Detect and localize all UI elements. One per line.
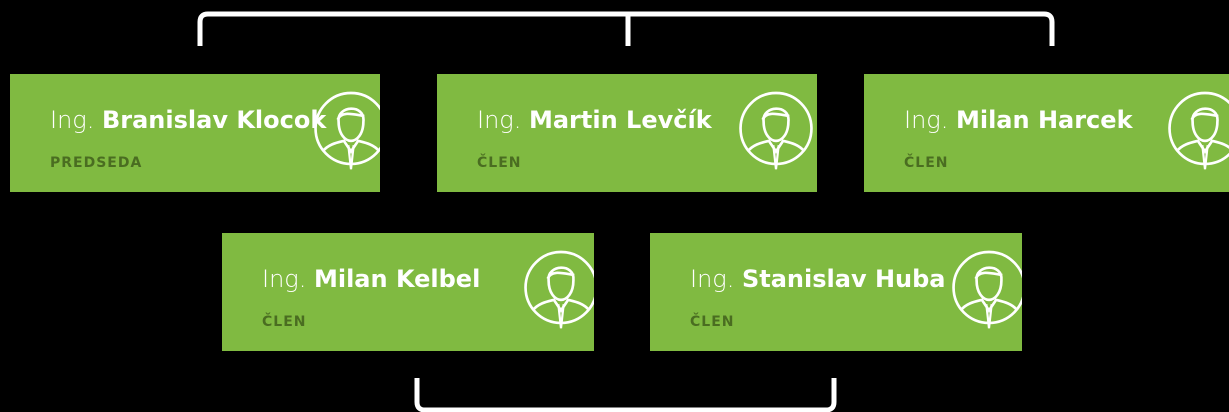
member-name: Ing. Milan Kelbel bbox=[262, 265, 481, 293]
person-avatar-icon bbox=[524, 250, 594, 330]
person-avatar-icon bbox=[739, 91, 813, 171]
person-avatar-icon bbox=[1168, 91, 1229, 171]
member-card-kelbel: Ing. Milan Kelbel ČLEN bbox=[222, 233, 594, 351]
member-role: ČLEN bbox=[477, 155, 522, 171]
member-card-huba: Ing. Stanislav Huba ČLEN bbox=[650, 233, 1022, 351]
member-name: Ing. Martin Levčík bbox=[477, 106, 712, 134]
member-name: Ing. Stanislav Huba bbox=[690, 265, 946, 293]
top-bracket bbox=[197, 11, 1055, 46]
member-card-levcik: Ing. Martin Levčík ČLEN bbox=[437, 74, 817, 192]
member-card-harcek: Ing. Milan Harcek ČLEN bbox=[864, 74, 1229, 192]
person-avatar-icon bbox=[952, 250, 1022, 330]
person-avatar-icon bbox=[314, 91, 380, 171]
member-role: ČLEN bbox=[690, 314, 735, 330]
member-role: PREDSEDA bbox=[50, 155, 143, 171]
member-name: Ing. Branislav Klocok bbox=[50, 106, 327, 134]
bottom-bracket bbox=[414, 378, 837, 412]
member-name: Ing. Milan Harcek bbox=[904, 106, 1133, 134]
member-card-klocok: Ing. Branislav Klocok PREDSEDA bbox=[10, 74, 380, 192]
member-role: ČLEN bbox=[904, 155, 949, 171]
member-role: ČLEN bbox=[262, 314, 307, 330]
